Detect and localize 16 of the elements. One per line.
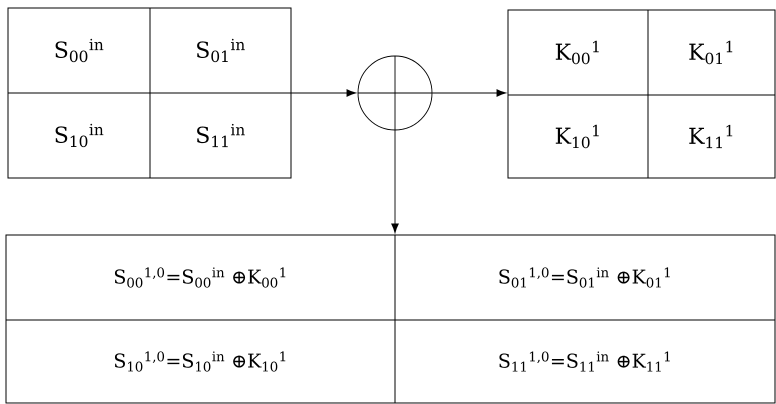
xor-symbol [358,56,432,130]
table-cell: K$_{01}$1 [648,10,776,96]
table-cell: S$_{00}$$^{1,0}$=S$_{00}$$^{in}$ ⊕K$_{00}$1 [6,234,396,320]
table-cell: K$_{11}$1 [648,94,776,178]
table-cell: S$_{01}$$^{1,0}$=S$_{01}$$^{in}$ ⊕K$_{01}$1 [394,234,776,320]
table-cell: K$_{00}$1 [508,10,648,96]
arrow [391,130,399,234]
table-cell: S$_{01}$in [150,8,292,94]
table-cell: S$_{10}$$^{1,0}$=S$_{10}$$^{in}$ ⊕K$_{10}$1 [6,320,396,404]
table-cell: S$_{10}$in [8,92,150,178]
arrow [291,89,356,97]
table-cell: S$_{00}$in [8,8,150,94]
table-cell: K$_{10}$1 [508,94,648,178]
arrow [432,89,506,97]
table-cell: S$_{11}$in [150,92,292,178]
table-cell: S$_{11}$$^{1,0}$=S$_{11}$$^{in}$ ⊕K$_{11}$1 [394,320,776,404]
